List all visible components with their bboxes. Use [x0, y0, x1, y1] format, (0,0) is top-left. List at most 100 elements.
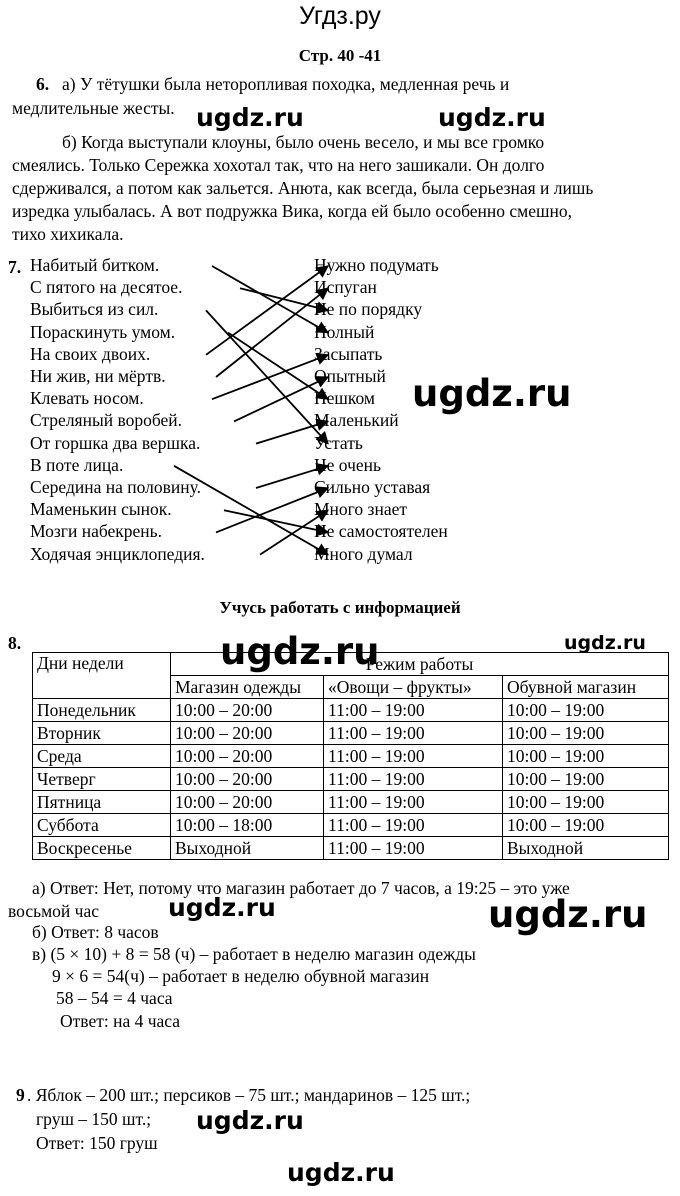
meaning-right: Не очень [314, 454, 381, 475]
meaning-right: Засыпать [314, 343, 383, 364]
phrase-left: Пораскинуть умом. [30, 321, 176, 342]
hours-cell: 10:00 – 20:00 [170, 721, 324, 745]
hours-cell: 10:00 – 18:00 [170, 813, 324, 837]
match-arrow [205, 265, 330, 356]
days-header: Дни недели [32, 652, 171, 699]
table-header-row: Дни недели Режим работы [32, 652, 669, 699]
task8-answer-c-line1: в) (5 × 10) + 8 = 58 (ч) – работает в не… [32, 944, 476, 964]
hours-cell: 10:00 – 19:00 [502, 698, 669, 722]
task6-a-line1: а) У тётушки была неторопливая походка, … [62, 74, 510, 94]
hours-cell: 10:00 – 19:00 [502, 744, 669, 768]
hours-cell: 10:00 – 20:00 [170, 767, 324, 791]
hours-cell: 10:00 – 20:00 [170, 698, 324, 722]
task6-b-line3: сдерживался, а потом как зальется. Анюта… [12, 178, 594, 198]
meaning-right: Много думал [314, 543, 413, 564]
day-cell: Четверг [32, 767, 171, 791]
meaning-right: Нужно подумать [314, 255, 439, 275]
day-cell: Воскресенье [32, 836, 171, 860]
task6-a-line2: медлительные жесты. [12, 98, 175, 118]
phrase-left: Маменькин сынок. [30, 499, 172, 520]
task8-answer-c-line3: 58 – 54 = 4 часа [56, 988, 173, 1008]
hours-cell: 11:00 – 19:00 [323, 721, 503, 745]
match-arrow [255, 418, 330, 445]
phrase-left: Набитый битком. [30, 255, 160, 275]
match-arrow [205, 309, 329, 445]
match-arrow [211, 352, 330, 401]
match-arrow [227, 331, 330, 400]
col-clothes: Магазин одежды [170, 675, 324, 699]
hours-cell: 10:00 – 19:00 [502, 721, 669, 745]
section-title: Учусь работать с информацией [219, 598, 461, 617]
watermark: ugdz.ru [196, 103, 304, 132]
match-arrow [223, 509, 330, 537]
watermark: ugdz.ru [564, 632, 646, 654]
task6-b-line4: изредка улыбалась. А вот подружка Вика, … [12, 201, 572, 221]
phrase-left: В поте лица. [30, 454, 124, 475]
hours-cell: 11:00 – 19:00 [323, 744, 503, 768]
watermark: ugdz.ru [168, 893, 276, 922]
day-cell: Вторник [32, 721, 171, 745]
task8-answer-c-line2: 9 × 6 = 54(ч) – работает в неделю обувно… [52, 966, 430, 986]
hours-cell: 10:00 – 19:00 [502, 790, 669, 814]
col-shoes: Обувной магазин [502, 675, 669, 699]
match-arrow [215, 287, 329, 378]
hours-cell: 11:00 – 19:00 [323, 698, 503, 722]
match-arrow [259, 509, 330, 556]
site-title: Угдз.ру [299, 2, 381, 30]
hours-cell: 11:00 – 19:00 [323, 767, 503, 791]
phrase-left: Выбиться из сил. [30, 299, 159, 320]
schedule-table: Дни недели Режим работы Магазин одежды «… [32, 652, 669, 860]
meaning-right: Сильно уставая [314, 477, 431, 497]
day-cell: Среда [32, 744, 171, 768]
task9-line2: груш – 150 шт.; [36, 1109, 152, 1129]
phrase-left: На своих двоих. [30, 343, 151, 364]
hours-cell: 11:00 – 19:00 [323, 836, 503, 860]
meaning-right: Не самостоятелен [314, 521, 448, 542]
match-arrow [233, 376, 330, 423]
meaning-right: Испуган [314, 277, 377, 298]
day-cell: Понедельник [32, 698, 171, 722]
phrase-left: Клевать носом. [30, 388, 144, 409]
meaning-right: Много знает [314, 499, 408, 520]
mode-header: Режим работы [170, 652, 669, 676]
hours-cell: 10:00 – 20:00 [170, 790, 324, 814]
hours-cell: Выходной [502, 836, 669, 860]
match-arrow [211, 265, 330, 334]
task9-answer: Ответ: 150 груш [36, 1133, 158, 1153]
meaning-right: Маленький [314, 410, 399, 431]
meaning-right: Не по порядку [314, 299, 423, 320]
hours-cell: 10:00 – 20:00 [170, 744, 324, 768]
meaning-right: Опытный [314, 366, 386, 386]
task7-number: 7. [8, 257, 22, 277]
day-cell: Суббота [32, 813, 171, 837]
col-vegetables: «Овощи – фрукты» [323, 675, 503, 699]
phrase-left: Стреляный воробей. [30, 410, 183, 431]
task8-answer-c-line4: Ответ: на 4 часа [60, 1011, 181, 1031]
table-subheader-row: Магазин одежды «Овощи – фрукты» Обувной … [33, 675, 669, 699]
task8-answer-a-line2: восьмой час [8, 901, 99, 921]
phrase-left: От горшка два вершка. [30, 432, 201, 453]
watermark: ugdz.ru [220, 630, 380, 673]
task9-line1: . Яблок – 200 шт.; персиков – 75 шт.; ма… [27, 1085, 471, 1105]
task8-answer-b: б) Ответ: 8 часов [32, 922, 159, 942]
task6-b-line2: смеялись. Только Сережка хохотал так, чт… [12, 155, 545, 175]
match-arrow [215, 486, 330, 534]
task9-number: 9 [16, 1085, 25, 1105]
meaning-right: Пешком [314, 388, 375, 409]
match-arrow [255, 463, 330, 489]
task6-b-line5: тихо хихикала. [12, 224, 124, 244]
watermark: ugdz.ru [287, 1158, 395, 1187]
hours-cell: 11:00 – 19:00 [323, 790, 503, 814]
page-numbers: Стр. 40 -41 [298, 46, 382, 65]
phrase-left: Ни жив, ни мёртв. [30, 366, 166, 386]
phrase-left: Середина на половину. [30, 477, 201, 497]
match-arrow [239, 287, 330, 314]
watermark: ugdz.ru [488, 893, 648, 936]
